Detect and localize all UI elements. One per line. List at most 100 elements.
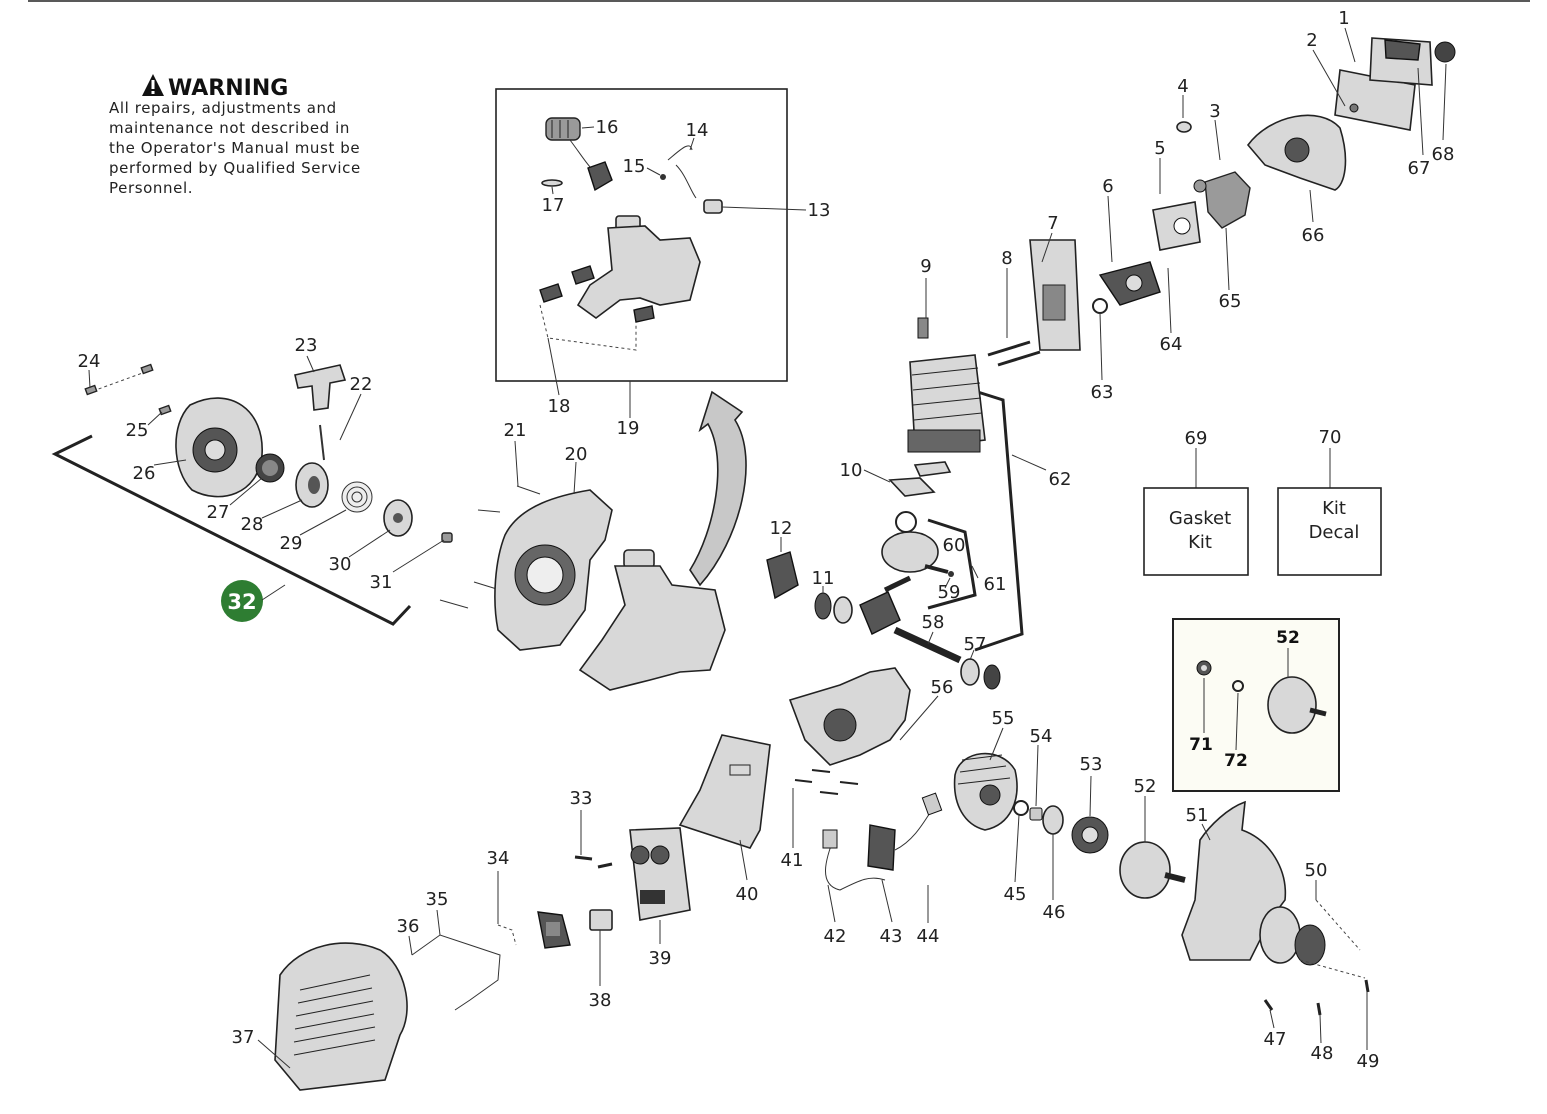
- warning-line: maintenance not described in: [109, 119, 350, 137]
- callout-67[interactable]: 67: [1408, 158, 1431, 179]
- callout-33[interactable]: 33: [570, 788, 593, 809]
- decal-kit-line1: Kit: [1322, 498, 1346, 519]
- callout-47[interactable]: 47: [1264, 1029, 1287, 1050]
- callout-9[interactable]: 9: [920, 256, 931, 277]
- callout-58[interactable]: 58: [922, 612, 945, 633]
- callout-41[interactable]: 41: [781, 850, 804, 871]
- callout-27[interactable]: 27: [207, 502, 230, 523]
- callout-59[interactable]: 59: [938, 582, 961, 603]
- callout-63[interactable]: 63: [1091, 382, 1114, 403]
- clutch-inset[interactable]: 52 71 72: [1172, 618, 1340, 792]
- callout-34[interactable]: 34: [487, 848, 510, 869]
- callout-26[interactable]: 26: [133, 463, 156, 484]
- callout-53[interactable]: 53: [1080, 754, 1103, 775]
- callout-55[interactable]: 55: [992, 708, 1015, 729]
- gasket-kit-line2: Kit: [1188, 532, 1212, 553]
- fuel-tank-main-icon: [578, 549, 726, 691]
- cover-bracket-icon: [411, 934, 501, 1011]
- gear-housing-icon: [1181, 800, 1326, 966]
- callout-66[interactable]: 66: [1302, 225, 1325, 246]
- callout-30[interactable]: 30: [329, 554, 352, 575]
- callout-51[interactable]: 51: [1186, 805, 1209, 826]
- callout-12[interactable]: 12: [770, 518, 793, 539]
- callout-56[interactable]: 56: [931, 677, 954, 698]
- callout-13[interactable]: 13: [808, 200, 831, 221]
- callout-5[interactable]: 5: [1154, 138, 1165, 159]
- callout-2[interactable]: 2: [1306, 30, 1317, 51]
- gasket-kit-box[interactable]: Gasket Kit: [1143, 448, 1249, 576]
- clutch-shoe-icon: [1071, 816, 1109, 854]
- callout-62[interactable]: 62: [1049, 469, 1072, 490]
- callout-69[interactable]: 69: [1185, 428, 1208, 449]
- crankshaft-group[interactable]: [766, 511, 1001, 690]
- callout-42[interactable]: 42: [824, 926, 847, 947]
- callout-49[interactable]: 49: [1357, 1051, 1380, 1072]
- callout-65[interactable]: 65: [1219, 291, 1242, 312]
- callout-11[interactable]: 11: [812, 568, 835, 589]
- callout-4[interactable]: 4: [1177, 76, 1188, 97]
- callout-7[interactable]: 7: [1047, 213, 1058, 234]
- fuel-filter-ring-icon: [541, 179, 563, 187]
- callout-25[interactable]: 25: [126, 420, 149, 441]
- callout-16[interactable]: 16: [596, 117, 619, 138]
- inset-label-71: 71: [1189, 735, 1213, 755]
- callout-61[interactable]: 61: [984, 574, 1007, 595]
- pawl-plate-icon: [383, 499, 413, 537]
- callout-60[interactable]: 60: [943, 535, 966, 556]
- fuel-tank-inset[interactable]: [495, 88, 788, 382]
- warning-line: All repairs, adjustments and: [109, 99, 337, 117]
- cylinder-group[interactable]: [888, 354, 1024, 652]
- starter-housing-icon: [175, 397, 263, 498]
- engine-shroud-group[interactable]: [439, 485, 613, 651]
- muffler-screen-icon: [537, 911, 571, 949]
- callout-46[interactable]: 46: [1043, 902, 1066, 923]
- pulley-spring-icon: [341, 481, 373, 513]
- fuel-tank-icon: [539, 215, 701, 323]
- callout-18[interactable]: 18: [548, 396, 571, 417]
- callout-38[interactable]: 38: [589, 990, 612, 1011]
- fuel-cap-icon: [545, 117, 613, 192]
- grommet-icon: [660, 174, 666, 180]
- callout-14[interactable]: 14: [686, 120, 709, 141]
- callout-29[interactable]: 29: [280, 533, 303, 554]
- callout-48[interactable]: 48: [1311, 1043, 1334, 1064]
- callout-52[interactable]: 52: [1134, 776, 1157, 797]
- callout-37[interactable]: 37: [232, 1027, 255, 1048]
- assembly-arrow-icon: [689, 390, 747, 587]
- callout-17[interactable]: 17: [542, 195, 565, 216]
- callout-35[interactable]: 35: [426, 889, 449, 910]
- decal-kit-box[interactable]: Kit Decal: [1277, 448, 1382, 576]
- callout-3[interactable]: 3: [1209, 101, 1220, 122]
- callout-64[interactable]: 64: [1160, 334, 1183, 355]
- callout-45[interactable]: 45: [1004, 884, 1027, 905]
- callout-22[interactable]: 22: [350, 374, 373, 395]
- callout-1[interactable]: 1: [1338, 8, 1349, 29]
- callout-31[interactable]: 31: [370, 572, 393, 593]
- callout-28[interactable]: 28: [241, 514, 264, 535]
- callout-21[interactable]: 21: [504, 420, 527, 441]
- callout-numbers: 1 2 3 4 5 6 7 8 9 10 11 12 13 14 15 16 1…: [78, 8, 1455, 1072]
- callout-54[interactable]: 54: [1030, 726, 1053, 747]
- warning-icon: [142, 74, 164, 96]
- callout-43[interactable]: 43: [880, 926, 903, 947]
- callout-36[interactable]: 36: [397, 916, 420, 937]
- callout-50[interactable]: 50: [1305, 860, 1328, 881]
- callout-39[interactable]: 39: [649, 948, 672, 969]
- callout-8[interactable]: 8: [1001, 248, 1012, 269]
- callout-44[interactable]: 44: [917, 926, 940, 947]
- callout-40[interactable]: 40: [736, 884, 759, 905]
- ignition-module-group: [822, 792, 943, 891]
- starter-pulley-icon: [295, 462, 329, 508]
- callout-24[interactable]: 24: [78, 351, 101, 372]
- callout-23[interactable]: 23: [295, 335, 318, 356]
- callout-20[interactable]: 20: [565, 444, 588, 465]
- air-filter-group[interactable]: [917, 37, 1456, 367]
- callout-15[interactable]: 15: [623, 156, 646, 177]
- callout-70[interactable]: 70: [1319, 427, 1342, 448]
- callout-68[interactable]: 68: [1432, 144, 1455, 165]
- callout-6[interactable]: 6: [1102, 176, 1113, 197]
- callout-19[interactable]: 19: [617, 418, 640, 439]
- assembly-badge-label: 32: [227, 590, 256, 614]
- callout-57[interactable]: 57: [964, 634, 987, 655]
- callout-10[interactable]: 10: [840, 460, 863, 481]
